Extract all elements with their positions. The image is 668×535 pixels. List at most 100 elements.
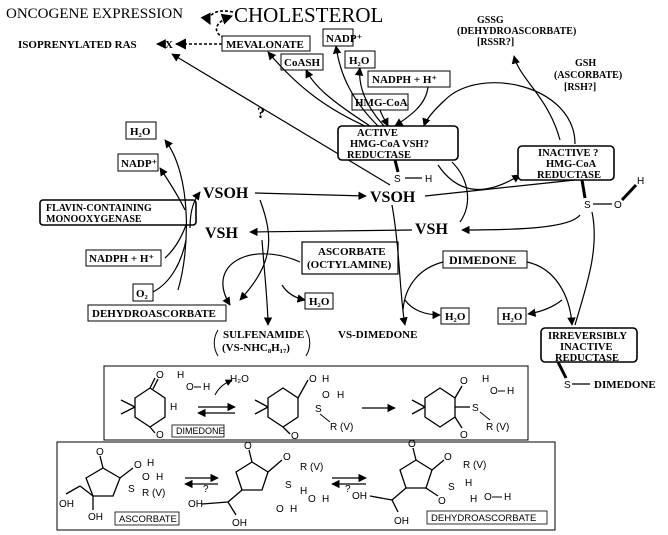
dimedone-1-methyl-b: [120, 406, 136, 415]
ascorbate-o-right: O: [134, 460, 142, 471]
inactive-line2: HMG-CoA: [546, 159, 597, 170]
oncogene-expression-label: ONCOGENE EXPRESSION: [6, 6, 183, 22]
x-marker: X: [165, 39, 173, 51]
dimedone-2-h-mid: H: [337, 390, 344, 401]
ascorbate-s: S: [128, 484, 135, 495]
mevalonate-label: MEVALONATE: [226, 39, 304, 51]
dimedone-2-methyl-b: [254, 406, 269, 415]
dimedone-2-co-bottom: [282, 426, 291, 435]
dha-h-water-2: H: [504, 492, 511, 503]
coash-label: CoASH: [284, 57, 321, 69]
h2o-right-label: H₂O: [502, 311, 523, 323]
dimedone-2-o-top: O: [309, 374, 317, 385]
dimedone-3-o-top: O: [460, 376, 468, 387]
dimedone-2-co-top: [297, 379, 309, 399]
intermediate-h-3: H: [322, 494, 329, 505]
dha-ring: [399, 459, 433, 489]
hmgcoa-to-mevalonate-curve: [267, 51, 366, 127]
h2o-left-label: H₂O: [130, 126, 151, 138]
ascorbate-panel-label: ASCORBATE: [119, 514, 177, 525]
intermediate-o-low: O: [276, 504, 284, 515]
dha-h: H: [465, 478, 472, 489]
nadph-top-box: [367, 70, 451, 88]
reactivation-curve: [422, 82, 576, 145]
gssg-line3: [RSSR?]: [477, 37, 514, 48]
h2o-right-box: [497, 307, 527, 325]
dimedone-panel-label: DIMEDONE: [176, 426, 225, 436]
dha-o-right: O: [444, 452, 452, 463]
dehydroascorbate-box: [87, 304, 227, 322]
vsh-transfer-arrow: [249, 227, 413, 237]
sulfenamide-line1: SULFENAMIDE: [223, 329, 304, 341]
inactive-to-irreversible-curve: [574, 211, 595, 326]
h2o-release-curve: [354, 67, 385, 127]
dimedone-2-s: S: [315, 404, 322, 415]
dha-o-low: O: [438, 496, 446, 507]
ascorbate-side-1: [79, 485, 94, 497]
inactive-h: H: [637, 176, 644, 187]
gssg-line2: (DEHYDROASCORBATE): [457, 26, 576, 37]
dha-o-top: O: [408, 439, 416, 450]
dimedone-2-o-mid: O: [322, 390, 330, 401]
intermediate-side-3: [227, 501, 237, 516]
nadp-release-curve: [332, 45, 379, 127]
ascorbate-h-right: H: [147, 458, 154, 469]
dha-o-water: O: [484, 492, 492, 503]
active-to-vsh-curve: [451, 161, 469, 223]
active-thiol-bond: [393, 159, 400, 173]
nadph-top-label: NADPH + H⁺: [372, 74, 437, 86]
intermediate-o-right: O: [283, 452, 291, 463]
ascorbate-label-box: [114, 511, 180, 526]
nadp-left-box: [117, 153, 159, 172]
sulfenamide-paren-left: [213, 329, 219, 357]
panel1-h2o: H₂O: [230, 374, 249, 385]
irreversible-reductase-box: [540, 327, 638, 363]
panel2-q-1: ?: [203, 484, 209, 495]
vsoh-left-label: VSOH: [203, 185, 249, 202]
dimedone-1-co-bottom: [149, 426, 156, 434]
gssg-line1: GSSG: [477, 15, 504, 26]
cholesterol-to-oncogene-arrow: [200, 10, 234, 26]
ascorbate-ring: [85, 467, 121, 497]
intermediate-ring: [235, 461, 269, 491]
ascorbate-co: [99, 455, 104, 469]
dimedone-1-co-top-2: [152, 378, 159, 390]
dimedone-1-h: H: [170, 402, 177, 413]
panel1-water-arrow: [214, 379, 233, 396]
ascorbate-line1: ASCORBATE: [318, 246, 386, 258]
dimedone-label-box: [171, 424, 225, 438]
o2-box: [132, 283, 154, 302]
cholesterol-label: CHOLESTEROL: [234, 3, 383, 27]
active-to-ras-arrow: [171, 53, 391, 186]
dimedone-to-irreversible-curve: [526, 261, 576, 326]
vsh-mid-label: VSH: [415, 221, 448, 238]
nadp-top-label: NADP⁺: [326, 33, 363, 45]
panel1-h-3: H: [482, 374, 489, 385]
fmo-nadph-curve: [164, 224, 187, 259]
irreversible-water-curve: [527, 299, 563, 317]
ascorbate-o-top: O: [96, 447, 104, 458]
ascorbate-h-2: H: [156, 472, 163, 483]
inactive-s: S: [584, 200, 591, 211]
hmgcoa-label: HMG-CoA: [355, 97, 408, 109]
ascorbate-o-2: O: [142, 472, 150, 483]
intermediate-h-low: H: [290, 504, 297, 515]
h2o-mid-box: [440, 307, 470, 325]
active-line1: ACTIVE: [357, 128, 398, 139]
active-reductase-box: [337, 125, 459, 161]
dha-oh-2: OH: [394, 516, 409, 527]
irreversible-dimedone: DIMEDONE: [594, 379, 656, 391]
sulfenamide-paren-right: [305, 329, 311, 357]
panel1-h-2: H: [203, 382, 210, 393]
panel1-o-1: O: [186, 382, 194, 393]
ascorbate-oh-1: OH: [59, 499, 74, 510]
inactive-o: O: [614, 200, 622, 211]
dha-rv: R (V): [463, 460, 486, 471]
dha-co-2: [431, 459, 445, 471]
ascorbate-oh-2: OH: [88, 512, 103, 523]
dimedone-1-o-bottom: O: [156, 430, 164, 441]
ascorbate-side-2: [65, 485, 81, 495]
vsh-to-vsoh-left-curve: [189, 191, 201, 229]
dimedone-1-co-top: [149, 377, 156, 389]
